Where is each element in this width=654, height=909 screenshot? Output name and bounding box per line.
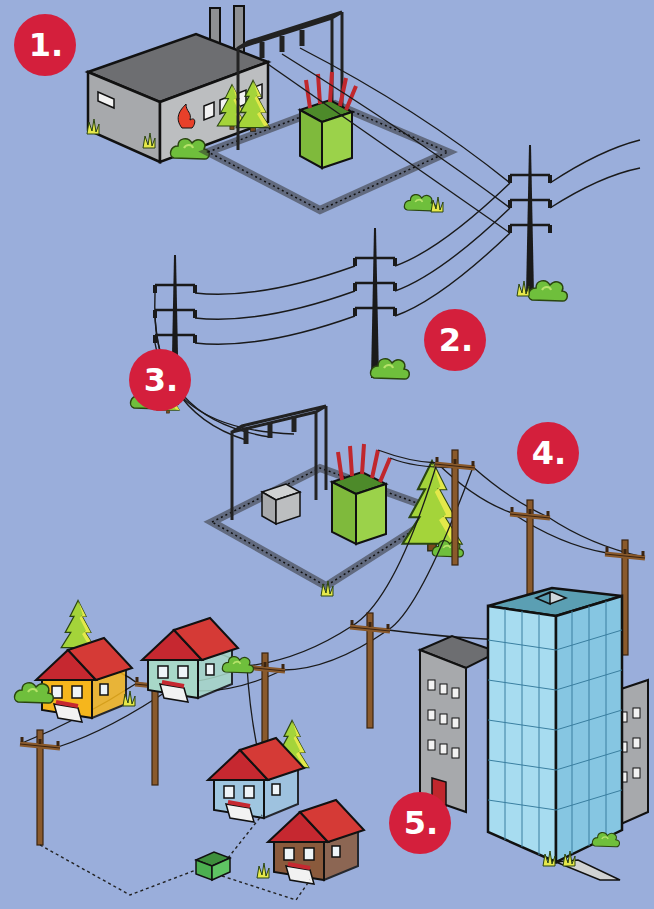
callout-circle: 3. [129,349,191,411]
callout-number: 1. [27,29,63,61]
transmission-lines [155,48,640,440]
callout-circle: 5. [389,792,451,854]
callout-circle: 1. [14,14,76,76]
callout-number: 5. [402,807,438,839]
callout-number: 2. [437,324,473,356]
callout-number: 3. [142,364,178,396]
houses [15,600,364,884]
callout-number: 4. [530,437,566,469]
step-down-substation [212,406,463,596]
underground-service [40,815,310,900]
callout-circle: 4. [517,422,579,484]
transmission-towers [131,145,568,413]
callout-circle: 2. [424,309,486,371]
